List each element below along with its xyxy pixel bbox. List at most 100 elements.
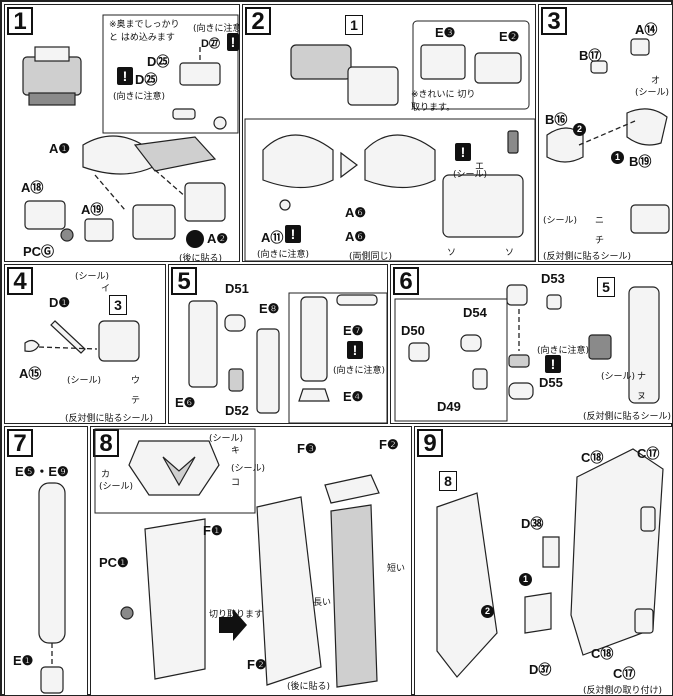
label-pcg: PCⒼ bbox=[23, 244, 55, 259]
b19-part bbox=[626, 108, 668, 146]
label-d27: D㉗ bbox=[201, 38, 220, 50]
arm-part bbox=[628, 286, 660, 404]
sticker-o: オ bbox=[651, 76, 661, 86]
shield-back-part bbox=[330, 504, 378, 688]
label-b17: B⑰ bbox=[579, 48, 602, 63]
label-e6: E❻ bbox=[175, 395, 196, 410]
label-d25b: D㉕ bbox=[135, 72, 158, 87]
a15-part bbox=[24, 339, 40, 352]
b17-part bbox=[590, 60, 608, 74]
f1-shield-part bbox=[144, 518, 206, 680]
step-3-drawing bbox=[546, 38, 670, 234]
insert-note: ※奥までしっかりと はめ込みます bbox=[109, 20, 180, 43]
side-note-short: 短い bbox=[387, 564, 406, 574]
step-6-drawing bbox=[394, 284, 660, 422]
shield-front-part bbox=[436, 492, 498, 678]
step-number: 1 bbox=[7, 7, 33, 35]
e5-e9-bar-part bbox=[38, 482, 66, 644]
callout-box bbox=[288, 292, 387, 423]
sticker-ka: カ bbox=[101, 470, 111, 480]
e8-part bbox=[256, 328, 280, 414]
small-peg-part bbox=[172, 108, 196, 120]
e4-part bbox=[298, 388, 330, 402]
label-e4: E❹ bbox=[343, 389, 364, 404]
order-1-icon: 1 bbox=[611, 151, 624, 164]
caution-icon: ! bbox=[455, 143, 471, 161]
d53-part bbox=[546, 294, 562, 310]
label-a6: A❻ bbox=[345, 205, 367, 220]
next-arrow-icon bbox=[340, 151, 358, 179]
tool-part bbox=[336, 294, 378, 306]
e3-part bbox=[420, 44, 466, 80]
d49-part bbox=[472, 368, 488, 390]
caution-note: (向きに注意) bbox=[257, 250, 310, 260]
label-d50: D50 bbox=[401, 323, 425, 338]
reverse-note: (反対側に貼るシール) bbox=[583, 412, 672, 422]
e2-part bbox=[474, 52, 522, 84]
d38-part bbox=[542, 536, 560, 568]
step-6-panel: 6 5 D53 D50 D54 D49 (向きに注意) ! D55 (シール) … bbox=[390, 264, 673, 424]
back-note: (後に貼る) bbox=[287, 682, 331, 692]
label-b19: B⑲ bbox=[629, 154, 652, 169]
d51-part bbox=[224, 314, 246, 332]
step-number: 4 bbox=[7, 267, 33, 295]
d25-part bbox=[179, 62, 221, 86]
lower-box bbox=[244, 118, 535, 261]
label-d52: D52 bbox=[225, 403, 249, 418]
label-f3: F❸ bbox=[297, 441, 317, 456]
sticker-word: (シール) bbox=[75, 272, 110, 282]
d37-part bbox=[524, 592, 552, 634]
label-a15: A⑮ bbox=[19, 366, 42, 381]
sticker-word-2: (シール) bbox=[543, 216, 578, 226]
caution-icon: ! bbox=[285, 225, 301, 243]
caution-note-left: (向きに注意) bbox=[113, 92, 166, 102]
pc-d-part bbox=[120, 606, 134, 620]
d52-part bbox=[228, 368, 244, 392]
sticker-word: (シール) bbox=[453, 170, 488, 180]
label-a6b: A❻ bbox=[345, 229, 367, 244]
caution-note: (向きに注意) bbox=[537, 346, 590, 356]
sticker-e: エ bbox=[475, 162, 485, 172]
e7-body-part bbox=[300, 296, 328, 382]
emblem-mark-part bbox=[162, 456, 196, 487]
label-d54: D54 bbox=[463, 305, 487, 320]
caution-note: (向きに注意) bbox=[333, 366, 386, 376]
d54-part bbox=[460, 334, 482, 352]
block-part bbox=[132, 204, 176, 240]
step-number: 8 bbox=[93, 429, 119, 457]
sticker-ko: コ bbox=[231, 478, 241, 488]
reverse-note: (反対側の取り付け) bbox=[583, 686, 663, 696]
ref-step-1: 1 bbox=[345, 15, 363, 35]
torso-left-part bbox=[262, 134, 334, 189]
label-e1: E❶ bbox=[13, 653, 34, 668]
label-a2: A❷ bbox=[207, 231, 229, 246]
sticker-dot-icon bbox=[186, 230, 204, 248]
sticker-i: イ bbox=[101, 284, 111, 294]
step-5-panel: 5 D51 E❽ E❻ D52 E❼ ! (向きに注意) E❹ bbox=[168, 264, 388, 424]
caution-icon: ! bbox=[117, 67, 133, 85]
hand-part bbox=[98, 320, 140, 362]
label-c17b: C⑰ bbox=[613, 666, 636, 681]
sticker-te: テ bbox=[131, 396, 141, 406]
detail-callout-box bbox=[102, 14, 239, 134]
step-number: 2 bbox=[245, 7, 271, 35]
order-1-icon: 1 bbox=[519, 573, 532, 586]
order-2-icon: 2 bbox=[573, 123, 586, 136]
callout-box bbox=[394, 298, 508, 422]
step-8-panel: 8 (シール) キ カ (シール) (シール) コ F❸ F❷ F❶ PC❶ 切… bbox=[90, 426, 412, 696]
label-e3: E❸ bbox=[435, 25, 456, 40]
sticker-ni: ニ bbox=[595, 216, 605, 226]
head-lower-part bbox=[28, 92, 76, 106]
label-f2: F❷ bbox=[379, 437, 399, 452]
joint-part bbox=[506, 284, 528, 306]
trim-note: ※きれいに 切り取ります。 bbox=[411, 90, 476, 113]
cut-note: 切り取ります bbox=[209, 610, 264, 620]
a11-peg bbox=[279, 199, 291, 211]
sticker-word: (シール) bbox=[601, 372, 636, 382]
label-c18b: C⑱ bbox=[591, 646, 614, 661]
label-a19: A⑲ bbox=[81, 202, 104, 217]
sticker-strip bbox=[507, 130, 519, 154]
callout-box bbox=[94, 428, 256, 514]
head-block-part bbox=[347, 66, 399, 106]
step-2-drawing bbox=[244, 20, 535, 261]
